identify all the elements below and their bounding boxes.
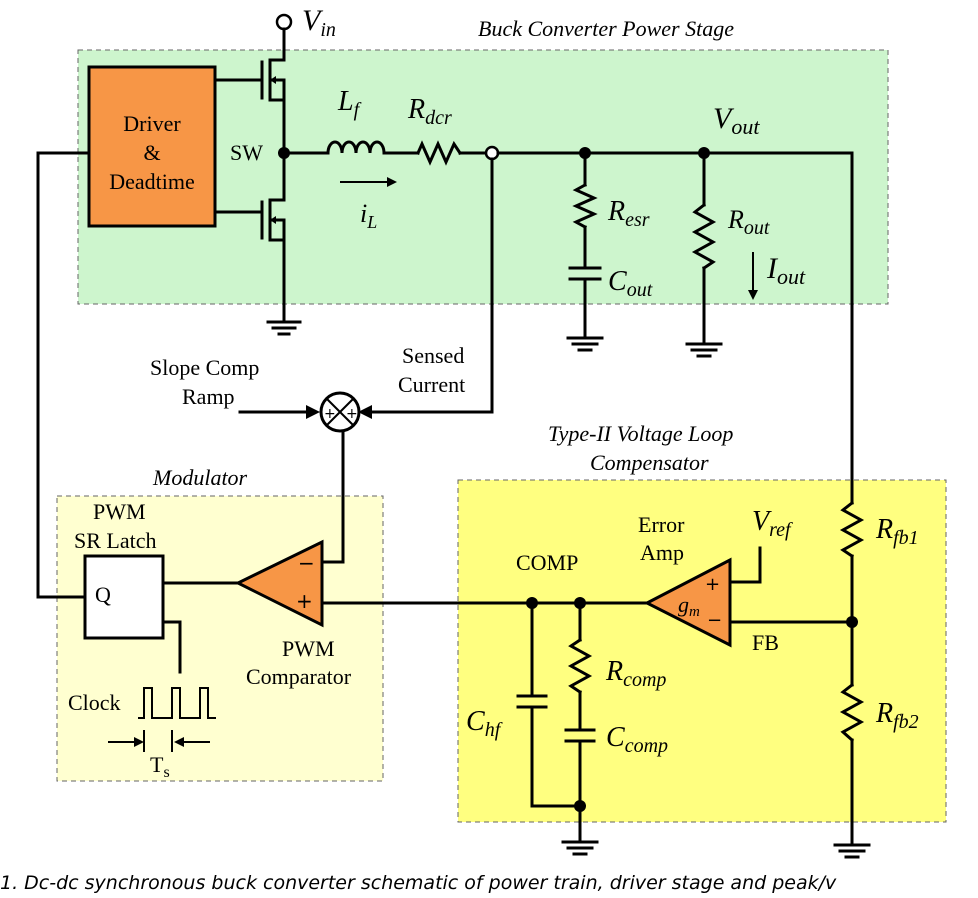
- rdcr-label: Rdcr: [407, 94, 452, 129]
- vin-label: Vin: [302, 4, 336, 41]
- lf-label: Lf: [337, 86, 362, 121]
- driver-deadtime-block: [87, 65, 217, 228]
- ts-label: Ts: [150, 752, 170, 781]
- resistor-rfb1: [839, 500, 865, 559]
- driver-label-line2: &: [143, 140, 160, 165]
- latch-q-label: Q: [95, 582, 111, 607]
- cout-label: Cout: [608, 266, 653, 301]
- resistor-resr: [572, 182, 598, 230]
- inductor-lf: [326, 140, 386, 155]
- sw-label: SW: [230, 140, 263, 165]
- vref-label: Vref: [752, 506, 793, 541]
- slope-comp-label-line2: Ramp: [182, 384, 235, 409]
- clock-waveform: [138, 687, 216, 719]
- buck-converter-schematic: Buck Converter Power Stage Type-II Volta…: [36, 4, 947, 859]
- il-label: iL: [360, 199, 377, 232]
- latch-title-line1: PWM: [93, 499, 146, 524]
- rfb1-label: Rfb1: [875, 514, 919, 549]
- modulator-title: Modulator: [152, 465, 248, 490]
- driver-label-line1: Driver: [123, 111, 181, 136]
- gm-label: gm: [678, 592, 700, 620]
- resistor-rout: [691, 202, 717, 271]
- error-amp-label-line1: Error: [638, 512, 685, 537]
- ground-icon: [561, 840, 599, 856]
- vout-label: Vout: [713, 102, 760, 139]
- pwm-comparator: [234, 539, 324, 628]
- driver-label-line3: Deadtime: [109, 169, 195, 194]
- pwm-comparator-label-line1: PWM: [282, 636, 335, 661]
- compensator-region: [457, 479, 947, 823]
- current-sense-node: [484, 145, 500, 161]
- chf-label: Chf: [466, 706, 503, 741]
- iout-label: Iout: [766, 252, 806, 289]
- rcomp-label: Rcomp: [605, 656, 666, 691]
- resistor-rcomp: [567, 637, 593, 695]
- vin-terminal: [275, 13, 293, 31]
- svg-text:+: +: [705, 574, 720, 595]
- sensed-current-label-line1: Sensed: [402, 343, 464, 368]
- compensator-title-line2: Compensator: [590, 450, 709, 475]
- low-side-mosfet: [213, 198, 286, 242]
- summing-junction: + +: [319, 391, 361, 433]
- svg-text:−: −: [298, 551, 315, 575]
- svg-text:+: +: [346, 406, 358, 422]
- ground-icon: [266, 320, 302, 336]
- resistor-rfb2: [839, 682, 865, 743]
- ground-icon: [833, 843, 871, 859]
- power-stage-title: Buck Converter Power Stage: [478, 16, 734, 41]
- clock-label: Clock: [68, 690, 121, 715]
- svg-text:−: −: [707, 610, 722, 631]
- figure-caption: 1. Dc-dc synchronous buck converter sche…: [0, 872, 837, 894]
- sensed-current-label-line2: Current: [398, 372, 465, 397]
- svg-text:+: +: [296, 589, 313, 613]
- pwm-sr-latch: [83, 554, 165, 640]
- rout-label: Rout: [727, 205, 770, 239]
- fb-label: FB: [752, 630, 779, 655]
- svg-text:+: +: [324, 406, 336, 422]
- ground-icon: [685, 342, 723, 358]
- ccomp-label: Ccomp: [606, 722, 668, 757]
- rfb2-label: Rfb2: [875, 698, 919, 733]
- pwm-comparator-label-line2: Comparator: [246, 664, 352, 689]
- comp-ground-node: [574, 800, 586, 812]
- error-amp-label-line2: Amp: [640, 540, 684, 565]
- resr-label: Resr: [607, 196, 650, 231]
- compensator-title-line1: Type-II Voltage Loop: [548, 421, 733, 446]
- comp-label: COMP: [516, 550, 578, 575]
- latch-title-line2: SR Latch: [74, 528, 157, 553]
- ground-icon: [566, 336, 604, 352]
- resistor-rdcr: [416, 140, 463, 166]
- high-side-mosfet: [213, 58, 286, 102]
- slope-comp-label-line1: Slope Comp: [150, 355, 259, 380]
- error-amplifier: [643, 557, 732, 648]
